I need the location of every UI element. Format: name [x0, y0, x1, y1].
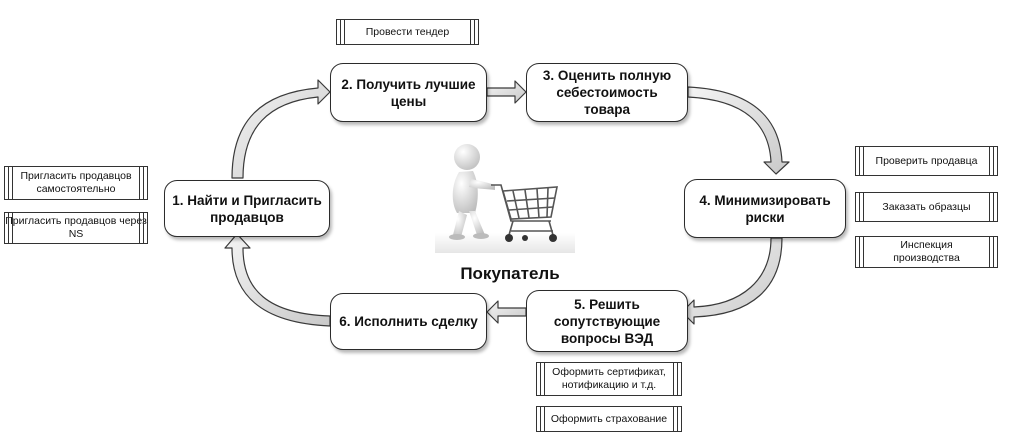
step-6-label: 6. Исполнить сделку — [339, 314, 478, 329]
note-tender: Провести тендер — [336, 19, 479, 45]
note-check-seller-text: Проверить продавца — [875, 154, 978, 167]
note-invite-self-text: Пригласить продавцов самостоятельно — [20, 170, 132, 195]
step-1-label: 1. Найти и Пригласить продавцов — [172, 192, 322, 225]
center-label: Покупатель — [460, 264, 560, 283]
step-2-best-prices: 2. Получить лучшие цены — [330, 63, 487, 122]
shopper-with-cart-icon — [435, 144, 575, 253]
note-invite-self: Пригласить продавцов самостоятельно — [4, 166, 148, 200]
note-certificate-text: Оформить сертификат, нотификацию и т.д. — [552, 366, 666, 391]
note-order-samples: Заказать образцы — [855, 192, 998, 222]
note-order-samples-text: Заказать образцы — [882, 200, 971, 213]
arrow-1-to-2 — [231, 79, 331, 179]
arrow-6-to-1 — [224, 233, 331, 327]
step-4-minimize-risks: 4. Минимизировать риски — [684, 179, 846, 238]
note-invite-ns-text: Пригласить продавцов через NS — [5, 215, 147, 240]
note-tender-text: Провести тендер — [365, 25, 450, 38]
note-inspection-text: Инспекция производства — [893, 239, 960, 264]
step-5-label: 5. Решить сопутствующие вопросы ВЭД — [553, 296, 661, 346]
step-1-find-sellers: 1. Найти и Пригласить продавцов — [164, 180, 330, 237]
note-inspection: Инспекция производства — [855, 236, 998, 268]
step-2-label: 2. Получить лучшие цены — [341, 76, 476, 109]
arrow-5-to-6 — [486, 300, 527, 324]
arrow-3-to-4 — [687, 86, 790, 175]
step-5-foreign-trade: 5. Решить сопутствующие вопросы ВЭД — [526, 290, 688, 352]
step-4-label: 4. Минимизировать риски — [699, 192, 831, 225]
note-check-seller: Проверить продавца — [855, 146, 998, 176]
note-certificate: Оформить сертификат, нотификацию и т.д. — [536, 362, 682, 396]
arrow-2-to-3 — [486, 80, 527, 104]
step-3-full-cost: 3. Оценить полную себестоимость товара — [526, 63, 688, 122]
note-insurance-text: Оформить страхование — [550, 412, 668, 425]
note-insurance: Оформить страхование — [536, 406, 682, 432]
step-3-label: 3. Оценить полную себестоимость товара — [542, 68, 672, 117]
step-6-execute-deal: 6. Исполнить сделку — [330, 293, 487, 350]
note-invite-ns: Пригласить продавцов через NS — [4, 212, 148, 244]
arrow-4-to-5 — [681, 237, 783, 325]
